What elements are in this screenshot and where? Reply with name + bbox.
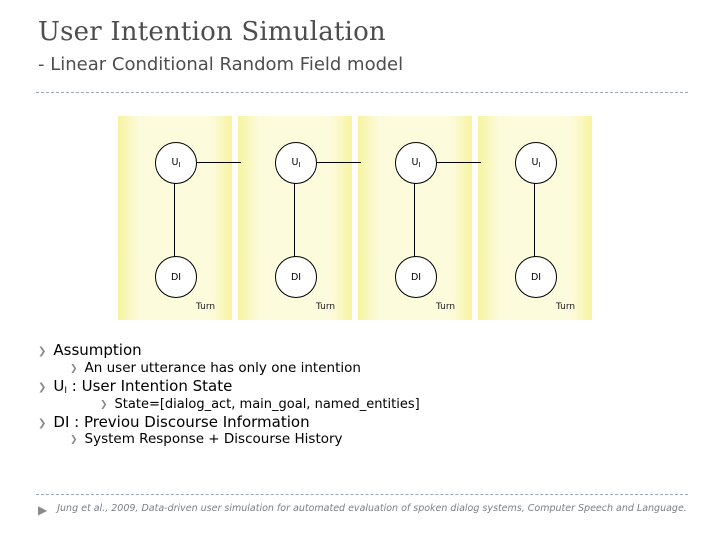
bullet-text: An user utterance has only one intention xyxy=(84,359,361,376)
node-label: DI xyxy=(170,271,182,283)
bullet-discourse-information: ❯ DI : Previou Discourse Information xyxy=(38,412,678,432)
node-discourse-info-4: DI xyxy=(515,256,557,298)
node-label: U xyxy=(291,157,299,168)
bullet-text: State=[dialog_act, main_goal, named_enti… xyxy=(114,397,420,413)
edge-u3-u4 xyxy=(435,162,481,164)
footer-marker-icon: ▶ xyxy=(38,503,48,517)
edge-u1-u2 xyxy=(195,162,241,164)
slide-header: User Intention Simulation - Linear Condi… xyxy=(38,17,688,76)
bullet-marker-icon: ❯ xyxy=(38,417,47,429)
bullet-discourse-detail: ❯ System Response + Discourse History xyxy=(70,431,678,448)
footer-divider xyxy=(36,494,688,495)
bullet-marker-icon: ❯ xyxy=(38,346,47,357)
footer-citation: ▶ Jung et al., 2009, Data-driven user si… xyxy=(38,503,688,516)
node-discourse-info-3: DI xyxy=(395,256,437,298)
bullet-assumption: ❯ Assumption xyxy=(38,341,678,360)
turn-label-1: Turn xyxy=(196,302,216,312)
bullet-text-subscript: I xyxy=(64,385,68,396)
bullet-text: System Response + Discourse History xyxy=(84,431,343,448)
bullet-user-intention-state: ❯ UI : User Intention State xyxy=(38,376,678,397)
edge-u3-di3 xyxy=(414,182,416,276)
node-label: U xyxy=(171,157,179,168)
node-subscript: I xyxy=(418,161,421,169)
edge-u2-di2 xyxy=(294,182,296,276)
header-divider xyxy=(36,92,688,93)
edge-u4-di4 xyxy=(534,182,536,276)
turn-label-4: Turn xyxy=(556,302,576,312)
node-label: U xyxy=(411,157,419,168)
node-subscript: I xyxy=(538,161,541,169)
citation-text: Jung et al., 2009, Data-driven user simu… xyxy=(57,503,687,514)
node-user-intention-4: UI xyxy=(515,142,557,184)
turn-label-2: Turn xyxy=(316,302,336,312)
edge-u2-u3 xyxy=(315,162,361,164)
bullet-state-definition: ❯ State=[dialog_act, main_goal, named_en… xyxy=(100,397,678,412)
node-label: U xyxy=(531,157,539,168)
node-user-intention-1: UI xyxy=(155,142,197,184)
node-discourse-info-2: DI xyxy=(275,256,317,298)
node-subscript: I xyxy=(298,161,301,169)
bullet-text-post: : User Intention State xyxy=(67,376,233,395)
node-discourse-info-1: DI xyxy=(155,256,197,298)
node-user-intention-2: UI xyxy=(275,142,317,184)
bullet-text: UI : User Intention State xyxy=(53,376,233,397)
turn-label-3: Turn xyxy=(436,302,456,312)
bullet-marker-icon: ❯ xyxy=(70,363,78,374)
page-title: User Intention Simulation xyxy=(38,17,386,47)
node-user-intention-3: UI xyxy=(395,142,437,184)
crf-diagram: UI UI UI UI DI DI DI DI Turn Turn Turn T… xyxy=(118,116,598,320)
node-subscript: I xyxy=(178,161,181,169)
page-subtitle: - Linear Conditional Random Field model xyxy=(38,53,404,75)
node-label: DI xyxy=(290,271,302,283)
edge-u1-di1 xyxy=(174,182,176,276)
node-label: DI xyxy=(530,271,542,283)
node-label: DI xyxy=(410,271,422,283)
bullet-list: ❯ Assumption ❯ An user utterance has onl… xyxy=(38,341,678,449)
bullet-marker-icon: ❯ xyxy=(100,400,108,411)
bullet-text-pre: U xyxy=(53,376,65,395)
bullet-text: DI : Previou Discourse Information xyxy=(53,412,310,431)
bullet-assumption-detail: ❯ An user utterance has only one intenti… xyxy=(70,359,678,377)
bullet-text: Assumption xyxy=(53,341,142,359)
bullet-marker-icon: ❯ xyxy=(70,435,78,446)
bullet-marker-icon: ❯ xyxy=(38,381,47,393)
